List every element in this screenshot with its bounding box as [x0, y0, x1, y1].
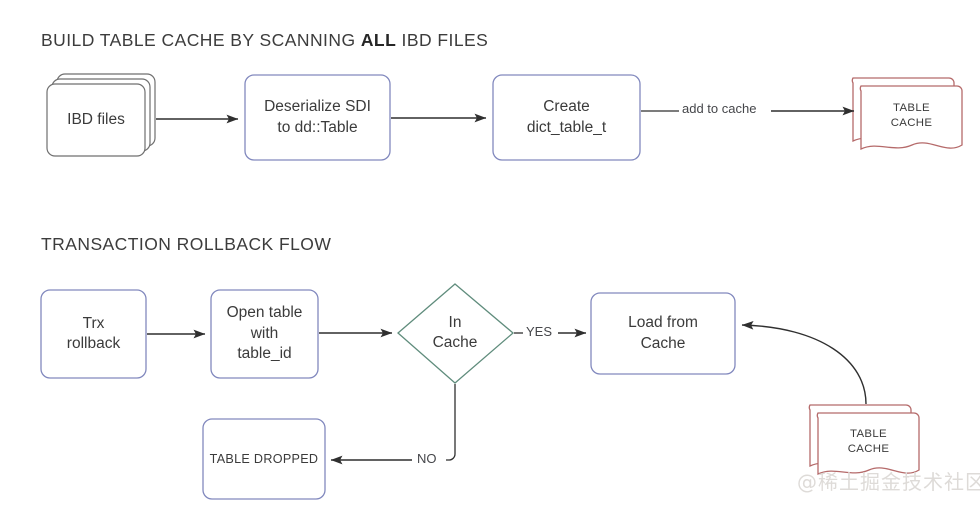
edge-decision-to-dropped-down — [446, 384, 456, 461]
node-trx-rollback[interactable] — [41, 290, 146, 378]
node-ibd-files-shape[interactable] — [46, 73, 156, 157]
edge-label-no: NO — [414, 451, 440, 466]
section-title-part-strong: ALL — [360, 30, 397, 50]
section-title-part-before: BUILD TABLE CACHE BY SCANNING — [41, 30, 361, 50]
node-create-dict-table[interactable] — [493, 75, 640, 160]
edge-label-add-to-cache-text: add to cache — [682, 101, 757, 116]
node-load-from-cache-shape[interactable] — [590, 292, 736, 375]
node-table-cache-bottom[interactable] — [810, 405, 920, 477]
section-title-build-table-cache: BUILD TABLE CACHE BY SCANNING ALL IBD FI… — [41, 30, 488, 51]
node-table-dropped[interactable] — [203, 419, 325, 499]
node-open-table-shape[interactable] — [210, 289, 319, 379]
node-table-cache-bottom-shape[interactable] — [808, 404, 920, 476]
node-in-cache-shape[interactable] — [397, 283, 515, 384]
watermark: @稀土掘金技术社区 — [797, 466, 980, 495]
node-table-dropped-shape[interactable] — [202, 418, 326, 500]
node-table-cache-top[interactable] — [853, 78, 963, 152]
node-trx-rollback-shape[interactable] — [40, 289, 147, 379]
section-title-transaction-rollback-flow-text: TRANSACTION ROLLBACK FLOW — [41, 234, 332, 254]
section-title-transaction-rollback-flow: TRANSACTION ROLLBACK FLOW — [41, 234, 331, 255]
node-deserialize-sdi-shape[interactable] — [244, 74, 391, 161]
section-title-part-after: IBD FILES — [396, 30, 489, 50]
edge-cache-to-load — [741, 320, 867, 405]
node-load-from-cache[interactable] — [591, 293, 735, 374]
edge-label-yes-text: YES — [526, 324, 553, 339]
edge-label-no-text: NO — [417, 451, 437, 466]
node-create-dict-table-shape[interactable] — [492, 74, 641, 161]
watermark-text: @稀土掘金技术社区 — [797, 470, 980, 494]
node-in-cache[interactable] — [398, 284, 513, 383]
edge-label-yes: YES — [523, 324, 556, 339]
node-ibd-files[interactable] — [47, 74, 155, 156]
node-open-table[interactable] — [211, 290, 318, 378]
node-deserialize-sdi[interactable] — [245, 75, 390, 160]
node-table-cache-top-shape[interactable] — [851, 77, 963, 151]
edge-label-add-to-cache: add to cache — [679, 101, 760, 116]
